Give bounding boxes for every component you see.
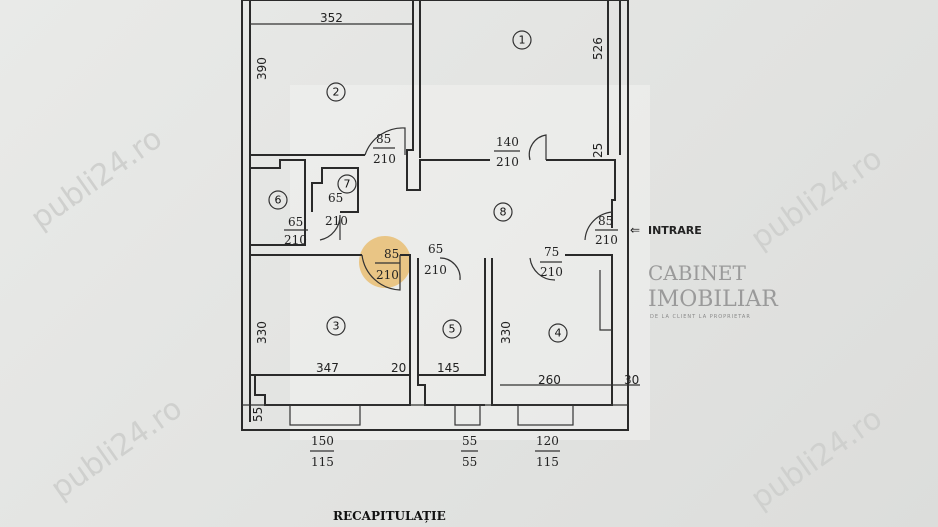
room-number-2: 2 [333,86,340,99]
walls [241,0,640,431]
svg-text:210: 210 [540,265,563,279]
svg-text:210: 210 [325,214,348,228]
dim-room4-width: 260 [538,373,561,387]
svg-text:210: 210 [595,233,618,247]
svg-text:210: 210 [424,263,447,277]
room-number-6: 6 [275,194,282,207]
svg-text:85: 85 [598,214,613,228]
watermark: publi24.ro [45,391,189,507]
window-label: 120 115 [535,434,560,469]
room-number-5: 5 [449,323,456,336]
svg-text:75: 75 [544,245,559,259]
logo-tagline: DE LA CLIENT LA PROPRIETAR [650,314,751,320]
svg-text:210: 210 [496,155,519,169]
svg-text:65: 65 [428,242,443,256]
dim-room3-width: 347 [316,361,339,375]
room-numbers: 1 2 3 4 5 6 7 8 [268,30,568,343]
entrance-marker: ⇐ INTRARE [630,223,702,237]
logo-line1: CABINET [648,261,746,285]
svg-text:210: 210 [284,233,307,247]
svg-text:55: 55 [462,434,477,448]
room-number-4: 4 [555,327,562,340]
logo-watermark: CABINET IMOBILIAR DE LA CLIENT LA PROPRI… [648,261,779,320]
window-label: 150 115 [310,434,334,469]
dim-room3-wall: 20 [391,361,406,375]
summary-heading: RECAPITULAȚIE [333,509,446,524]
svg-text:65: 65 [328,191,343,205]
room-number-8: 8 [500,206,507,219]
svg-text:65: 65 [288,215,303,229]
door-label: 65 210 [424,242,447,277]
dim-room4-length: 330 [499,321,513,344]
dimensions: 352 390 526 25 330 347 20 145 330 260 30… [251,11,639,422]
dim-room2-length: 390 [255,57,269,80]
svg-text:150: 150 [311,434,334,448]
door-label: 65 210 [325,191,348,228]
svg-text:140: 140 [496,135,519,149]
entrance-label: INTRARE [648,224,702,237]
logo-circle [359,236,411,288]
window-label: 55 55 [461,434,478,469]
room-number-3: 3 [333,320,340,333]
dim-room2-width: 352 [320,11,343,25]
watermark: publi24.ro [745,401,889,517]
dim-room1-length: 526 [591,37,605,60]
watermark: publi24.ro [745,141,889,257]
svg-text:55: 55 [462,455,477,469]
svg-text:85: 85 [384,247,399,261]
svg-text:115: 115 [536,455,559,469]
logo-line2: IMOBILIAR [648,287,779,312]
room-number-1: 1 [519,34,526,47]
svg-text:210: 210 [376,268,399,282]
dim-balcony-depth: 55 [251,407,265,422]
svg-text:115: 115 [311,455,334,469]
svg-text:120: 120 [536,434,559,448]
logo-overlay [290,85,650,440]
door-label: 85 210 [375,247,400,282]
window-labels: 150 115 55 55 120 115 [310,434,560,469]
dim-room5-width: 145 [437,361,460,375]
room-number-7: 7 [344,178,351,191]
arrow-left-icon: ⇐ [630,223,640,237]
watermark: publi24.ro [25,121,169,237]
dim-room3-length: 330 [255,321,269,344]
dim-room1-wall: 25 [591,143,605,158]
dim-room4-wall: 30 [624,373,639,387]
svg-text:210: 210 [373,152,396,166]
svg-text:85: 85 [376,132,391,146]
